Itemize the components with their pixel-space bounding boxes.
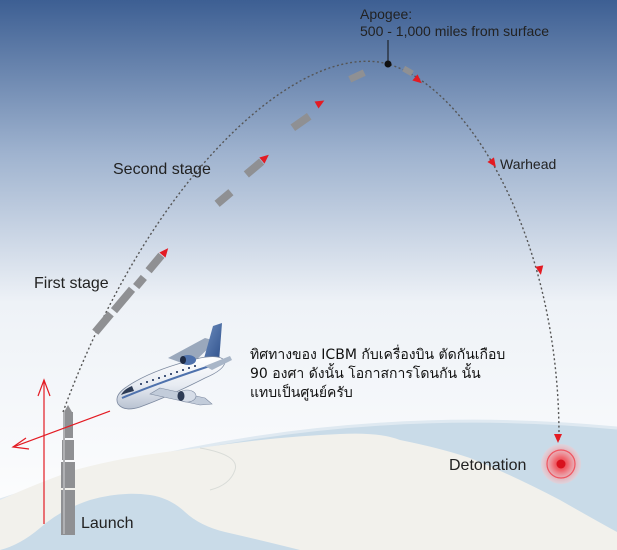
apogee-title: Apogee: <box>360 6 413 22</box>
first-stage-label: First stage <box>34 275 109 292</box>
direction-arrows <box>159 74 562 443</box>
annotation-line-3: แทบเป็นศูนย์ครับ <box>250 385 353 401</box>
launch-label: Launch <box>81 515 134 532</box>
icbm-direction-arrow <box>37 378 51 524</box>
landmass <box>0 433 617 550</box>
warhead-label: Warhead <box>500 156 557 172</box>
first-stage-segments <box>92 252 165 335</box>
earth-surface <box>0 419 617 550</box>
warhead-segment <box>402 65 414 77</box>
detonation-marker-icon <box>541 444 581 484</box>
second-stage-segments <box>214 69 366 207</box>
annotation-note: ทิศทางของ ICBM กับเครื่องบิน ตัดกันเกือบ… <box>250 346 505 403</box>
apogee-detail: 500 - 1,000 miles from surface <box>360 23 550 39</box>
second-stage-label: Second stage <box>113 161 211 178</box>
rocket-icon <box>61 405 75 535</box>
apogee-marker <box>384 60 392 68</box>
annotation-line-2: 90 องศา ดังนั้น โอกาสการโดนกัน นั้น <box>250 366 481 382</box>
airplane-direction-arrow <box>11 410 111 450</box>
annotation-line-1: ทิศทางของ ICBM กับเครื่องบิน ตัดกันเกือบ <box>250 347 506 363</box>
airplane-icon <box>116 323 232 410</box>
detonation-label: Detonation <box>449 457 527 474</box>
